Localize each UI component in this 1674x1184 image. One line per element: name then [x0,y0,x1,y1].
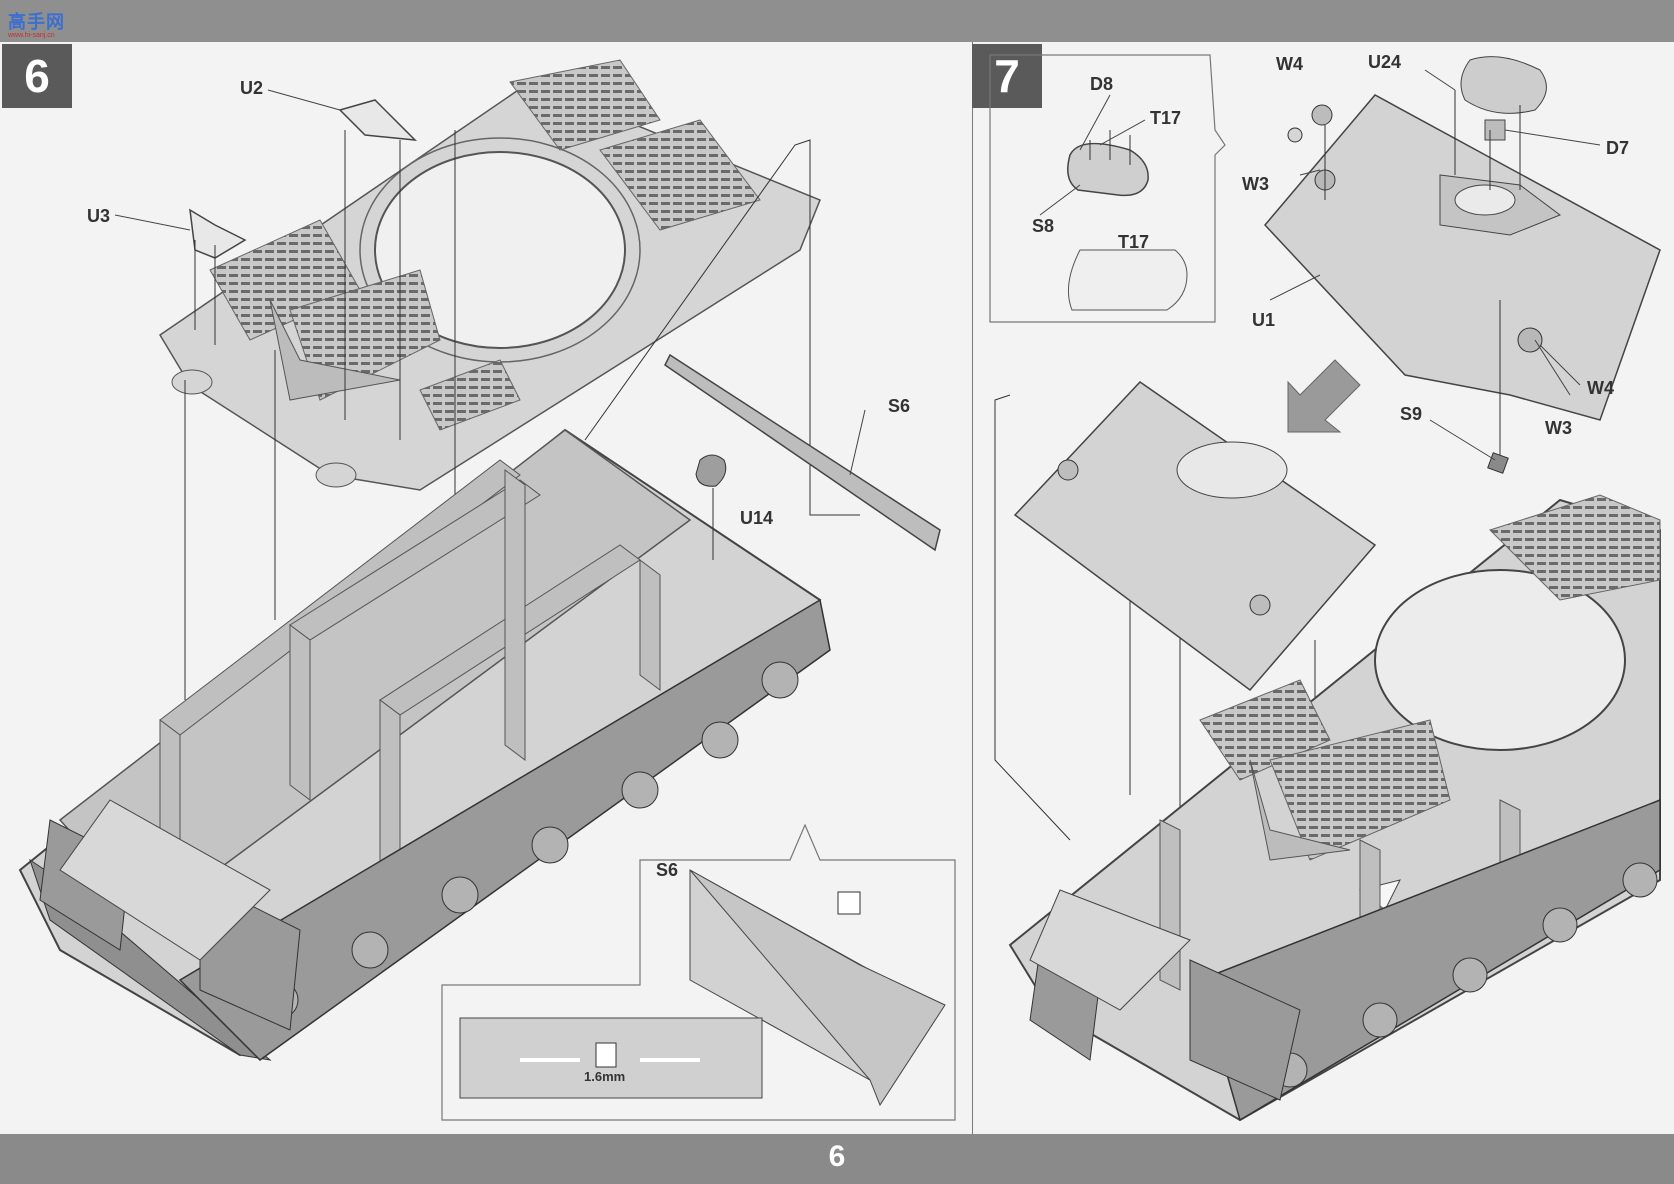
label-U2: U2 [240,78,264,98]
site-logo: 高手网 www.hi-sanj.cn [8,8,68,39]
label-D7: D7 [1606,138,1630,158]
label-S8: S8 [1032,216,1055,236]
part-W3-top [1287,127,1303,143]
site-logo-text: 高手网 [8,12,65,32]
step7-hull [1008,494,1661,1122]
placement-arrows-step6 [184,130,860,700]
label-D8: D8 [1090,74,1114,94]
label-W4-a: W4 [1276,54,1303,74]
step-6-badge: 6 [2,44,72,108]
part-S9 [1487,452,1509,474]
part-W4-top [1311,104,1333,126]
label-U3: U3 [87,206,111,226]
S6-detail-box [441,823,956,1121]
label-W3-a: W3 [1242,174,1269,194]
label-U1: U1 [1252,310,1276,330]
site-logo-subtext: www.hi-sanj.cn [8,32,55,39]
label-W3-b: W3 [1545,418,1572,438]
step7-detail-box [989,54,1226,323]
label-U24: U24 [1368,52,1402,72]
step7-deck-plate [1013,381,1377,692]
part-U3 [189,208,247,259]
direction-arrow [1287,359,1361,433]
label-T17-a: T17 [1150,108,1182,128]
label-S6: S6 [888,396,911,416]
turret-ring-opening [374,151,626,349]
part-D7 [1460,56,1547,114]
lower-hull [18,428,831,1061]
deck-plate [158,59,821,491]
label-T17-b: T17 [1118,232,1150,252]
label-S9: S9 [1400,404,1423,424]
hatch-detail-S8 [1067,130,1188,311]
part-S6 [664,353,941,552]
part-U2 [338,99,418,141]
bottom-band [0,1134,1674,1184]
page-number: 6 [828,1140,846,1173]
label-U14: U14 [740,508,774,528]
label-S6-detail: S6 [656,860,679,880]
label-measurement: 1.6mm [584,1069,626,1084]
page-divider [972,42,973,1134]
part-U14 [695,454,727,487]
part-U1 [1263,94,1661,421]
label-W4-b: W4 [1587,378,1614,398]
top-band [0,0,1674,42]
